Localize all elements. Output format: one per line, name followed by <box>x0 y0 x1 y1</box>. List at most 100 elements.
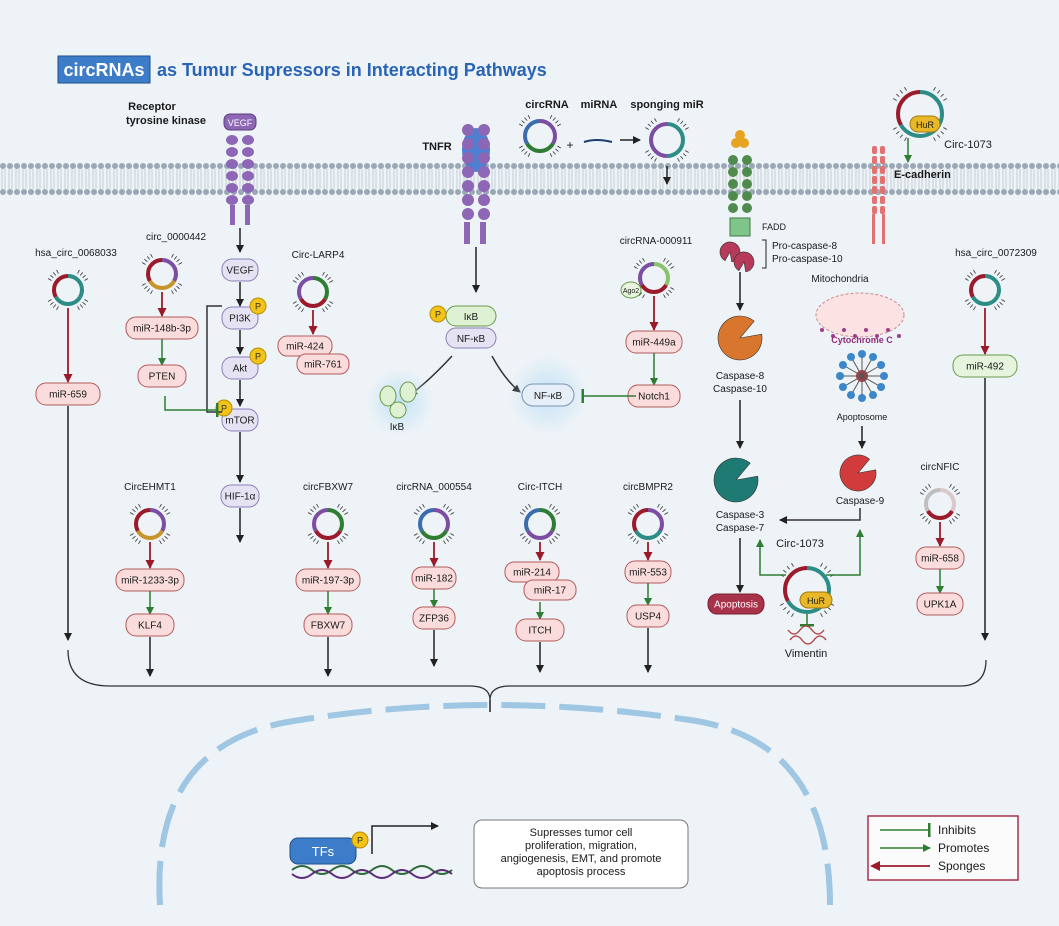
cytochrome-dot <box>864 328 868 332</box>
mirna-box: miR-424 <box>277 335 333 357</box>
rtk-label: tyrosine kinase <box>126 115 206 127</box>
nfkb-label: NF-κB <box>457 334 486 345</box>
caspase9-shape <box>839 454 877 492</box>
pi3k-phosphate: P <box>249 297 267 315</box>
outcome-text: proliferation, migration, <box>525 840 637 852</box>
ikb-free <box>379 385 397 407</box>
phosphate-label: P <box>255 352 261 362</box>
pro-caspase-label: Pro-caspase-8 <box>772 241 837 252</box>
sponging-label: sponging miR <box>630 99 703 111</box>
phosphate-label: P <box>435 310 441 320</box>
legend-label: Inhibits <box>938 823 976 837</box>
outcome-text: angiogenesis, EMT, and promote <box>501 853 662 865</box>
circ-ring <box>519 503 561 545</box>
apoptosome-shape <box>836 350 888 402</box>
mirna-box: miR-214 <box>504 561 560 583</box>
mirna-box: miR-659 <box>35 382 101 406</box>
plus-sign: + <box>566 138 573 152</box>
circ-name: hsa_circ_0072309 <box>955 248 1037 259</box>
cytochrome-dot <box>875 334 879 338</box>
circ-name: circFBXW7 <box>303 482 353 493</box>
fadd-label: FADD <box>762 222 787 232</box>
convergence-bracket <box>67 649 987 701</box>
caspase3-shape <box>713 457 759 503</box>
tfs-label: TFs <box>312 844 335 859</box>
sponging-example <box>645 118 689 162</box>
akt-phosphate: P <box>249 347 267 365</box>
hif-box: HIF-1α <box>220 484 260 508</box>
mirna-example <box>583 139 613 143</box>
circ-ring <box>292 271 334 313</box>
circ-ring <box>633 257 675 299</box>
cytochrome-dot <box>831 334 835 338</box>
node-label: miR-449a <box>632 338 676 349</box>
vimentin-label: Vimentin <box>785 648 828 660</box>
mirna-box: miR-1233-3p <box>115 568 185 592</box>
pi3k-box: PI3K <box>221 306 259 330</box>
circ-name: hsa_circ_0068033 <box>35 248 117 259</box>
circ-name: CircEHMT1 <box>124 482 176 493</box>
mitochondria-label: Mitochondria <box>811 274 869 285</box>
mirna-box: miR-148b-3p <box>125 316 199 340</box>
caspase3-label: Caspase-7 <box>716 523 765 534</box>
node-label: miR-197-3p <box>302 576 355 587</box>
node-label: miR-492 <box>966 362 1004 373</box>
legend-label: Sponges <box>938 859 985 873</box>
transcription-arrow <box>371 822 439 854</box>
node-label: ITCH <box>528 626 551 637</box>
circ-name: circBMPR2 <box>623 482 673 493</box>
mirna-box: miR-658 <box>915 546 965 570</box>
ecadherin-label: E-cadherin <box>894 169 951 181</box>
mirna-box: miR-17 <box>523 579 577 601</box>
mirna-box: miR-197-3p <box>295 568 361 592</box>
nucleus-envelope <box>156 702 833 906</box>
circ1073-promotes-caspase9 <box>826 529 864 576</box>
circ1073-label: Circ-1073 <box>776 538 824 550</box>
ago2-label: Ago2 <box>623 288 639 295</box>
hur-node <box>799 591 833 609</box>
dna-strand <box>291 869 453 879</box>
ago2-node <box>620 281 642 299</box>
tfs-phosphate: P <box>351 831 369 849</box>
circ-ring <box>47 269 89 311</box>
tfs-node <box>289 837 357 865</box>
dna-strand <box>291 865 453 875</box>
ikb-free <box>399 381 417 403</box>
pro-caspase-shape <box>733 251 755 273</box>
mitochondria-shape <box>815 292 905 338</box>
ikb-label: IκB <box>464 312 479 323</box>
caspase8-label: Caspase-10 <box>713 384 767 395</box>
node-label: UPK1A <box>924 600 957 611</box>
rtk-label: Receptor <box>128 101 176 113</box>
ecadherin-receptor <box>872 146 885 244</box>
node-label: miR-214 <box>513 568 551 579</box>
node-label: miR-659 <box>49 390 87 401</box>
mtor-box: mTOR <box>221 408 259 432</box>
tnfr-label: TNFR <box>422 141 451 153</box>
node-label: HIF-1α <box>225 492 256 503</box>
circ-name: circRNA_000554 <box>396 482 472 493</box>
vimentin-shape <box>787 625 827 645</box>
outcome-text: Supresses tumor cell <box>530 827 633 839</box>
node-label: FBXW7 <box>311 621 346 632</box>
circ-ring <box>141 253 183 295</box>
akt-box: Akt <box>221 356 259 380</box>
node-label: miR-424 <box>286 342 324 353</box>
pi3k-bracket <box>206 305 222 413</box>
circ-ring <box>129 503 171 545</box>
node-label: KLF4 <box>138 621 162 632</box>
node-label: Apoptosis <box>714 600 758 611</box>
target-box: ZFP36 <box>412 606 456 630</box>
pten-inhibits-pi3k <box>164 396 219 417</box>
title: as Tumur Supressors in Interacting Pathw… <box>157 60 547 80</box>
nfkb-free-label: NF-κB <box>534 391 563 402</box>
caspase9-to-caspase3 <box>779 508 861 524</box>
cytochrome-label: Cytochrome C <box>831 335 893 345</box>
cytochrome-dot <box>853 334 857 338</box>
node-label: miR-17 <box>534 586 567 597</box>
legend-sponge-head <box>870 861 880 871</box>
cytochrome-dot <box>820 328 824 332</box>
mirna-box: miR-761 <box>296 353 350 375</box>
